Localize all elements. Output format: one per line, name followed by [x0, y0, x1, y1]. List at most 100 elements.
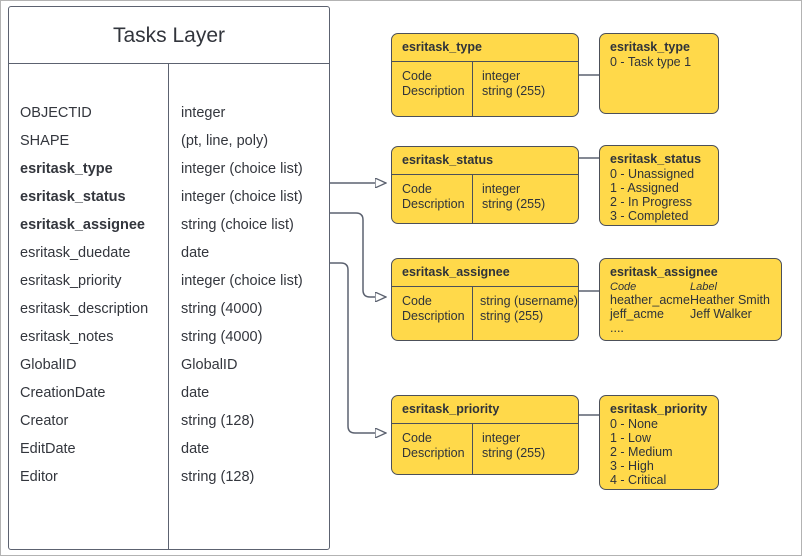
- schema-field-type: string (255): [482, 446, 546, 460]
- field-name: esritask_duedate: [20, 245, 131, 261]
- page-title: Tasks Layer: [9, 7, 329, 64]
- table-row: EditDate date: [9, 441, 329, 469]
- field-name: CreationDate: [20, 385, 106, 401]
- field-name: esritask_type: [20, 161, 113, 177]
- value-box-esritask-assignee: esritask_assignee Code Label heather_acm…: [599, 258, 782, 341]
- schema-field-label: Description: [402, 84, 465, 98]
- table-row: esritask_status integer (choice list): [9, 189, 329, 217]
- divider: [472, 174, 473, 223]
- column-divider: [168, 64, 169, 549]
- table-row: Creator string (128): [9, 413, 329, 441]
- divider: [392, 61, 578, 62]
- value-item: 3 - High: [610, 459, 654, 473]
- divider: [392, 174, 578, 175]
- value-item: 3 - Completed: [610, 209, 689, 223]
- field-type: date: [181, 385, 210, 401]
- value-col-header-label: Label: [690, 281, 717, 293]
- value-col-header-code: Code: [610, 281, 637, 293]
- value-box-title: esritask_status: [610, 152, 702, 166]
- value-item: 2 - Medium: [610, 445, 673, 459]
- field-type: string (choice list): [181, 217, 294, 233]
- field-type: string (128): [181, 413, 255, 429]
- value-box-title: esritask_type: [610, 40, 690, 54]
- value-box-esritask-priority: esritask_priority 0 - None 1 - Low 2 - M…: [599, 395, 719, 490]
- field-name: esritask_priority: [20, 273, 122, 289]
- field-type: (pt, line, poly): [181, 133, 269, 149]
- value-box-esritask-status: esritask_status 0 - Unassigned 1 - Assig…: [599, 145, 719, 226]
- schema-field-label: Code: [402, 294, 432, 308]
- field-type: integer (choice list): [181, 161, 303, 177]
- schema-field-type: string (255): [482, 84, 546, 98]
- value-item: 2 - In Progress: [610, 195, 692, 209]
- table-row: SHAPE (pt, line, poly): [9, 133, 329, 161]
- value-item: 1 - Assigned: [610, 181, 679, 195]
- field-name: SHAPE: [20, 133, 70, 149]
- field-type: date: [181, 441, 210, 457]
- table-row: Editor string (128): [9, 469, 329, 497]
- table-row: GlobalID GlobalID: [9, 357, 329, 385]
- field-type: integer (choice list): [181, 189, 303, 205]
- value-label: Heather Smith: [690, 293, 770, 307]
- value-code: jeff_acme: [610, 307, 664, 321]
- field-name: esritask_assignee: [20, 217, 145, 233]
- field-name: OBJECTID: [20, 105, 92, 121]
- table-row: esritask_type integer (choice list): [9, 161, 329, 189]
- schema-field-type: integer: [482, 182, 521, 196]
- schema-field-label: Code: [402, 182, 432, 196]
- schema-box-esritask-assignee: esritask_assignee Code Description strin…: [391, 258, 579, 341]
- schema-box-esritask-priority: esritask_priority Code Description integ…: [391, 395, 579, 475]
- schema-box-esritask-status: esritask_status Code Description integer…: [391, 146, 579, 224]
- value-ellipsis: ....: [610, 321, 624, 335]
- field-name: esritask_notes: [20, 329, 114, 345]
- value-item: 1 - Low: [610, 431, 651, 445]
- field-type: date: [181, 245, 210, 261]
- schema-box-esritask-type: esritask_type Code Description integer s…: [391, 33, 579, 117]
- divider: [472, 286, 473, 340]
- schema-field-label: Code: [402, 431, 432, 445]
- field-type: string (4000): [181, 329, 263, 345]
- value-code: heather_acme: [610, 293, 690, 307]
- table-row: CreationDate date: [9, 385, 329, 413]
- field-type: GlobalID: [181, 357, 238, 373]
- schema-field-label: Description: [402, 197, 465, 211]
- schema-field-label: Code: [402, 69, 432, 83]
- schema-field-label: Description: [402, 446, 465, 460]
- field-type: string (4000): [181, 301, 263, 317]
- value-box-title: esritask_priority: [610, 402, 708, 416]
- table-row: esritask_assignee string (choice list): [9, 217, 329, 245]
- table-row: esritask_duedate date: [9, 245, 329, 273]
- value-item: 0 - Unassigned: [610, 167, 695, 181]
- schema-box-title: esritask_priority: [402, 402, 500, 416]
- table-row: esritask_notes string (4000): [9, 329, 329, 357]
- schema-field-type: integer: [482, 431, 521, 445]
- field-name: Creator: [20, 413, 69, 429]
- value-item: 0 - Task type 1: [610, 55, 692, 69]
- schema-field-type: string (255): [482, 197, 546, 211]
- divider: [392, 423, 578, 424]
- schema-box-title: esritask_type: [402, 40, 482, 54]
- value-item: 0 - None: [610, 417, 658, 431]
- schema-field-type: string (username): [480, 294, 578, 308]
- value-box-title: esritask_assignee: [610, 265, 718, 279]
- field-type: integer: [181, 105, 226, 121]
- field-name: EditDate: [20, 441, 76, 457]
- table-row: esritask_priority integer (choice list): [9, 273, 329, 301]
- field-name: esritask_description: [20, 301, 149, 317]
- table-row: OBJECTID integer: [9, 105, 329, 133]
- schema-field-label: Description: [402, 309, 465, 323]
- table-row: esritask_description string (4000): [9, 301, 329, 329]
- field-name: Editor: [20, 469, 58, 485]
- field-name: GlobalID: [20, 357, 77, 373]
- value-box-esritask-type: esritask_type 0 - Task type 1: [599, 33, 719, 114]
- divider: [392, 286, 578, 287]
- schema-box-title: esritask_status: [402, 153, 494, 167]
- tasks-layer-table: Tasks Layer OBJECTID integer SHAPE (pt, …: [8, 6, 330, 550]
- value-label: Jeff Walker: [690, 307, 752, 321]
- field-name: esritask_status: [20, 189, 126, 205]
- schema-box-title: esritask_assignee: [402, 265, 510, 279]
- field-type: integer (choice list): [181, 273, 303, 289]
- field-type: string (128): [181, 469, 255, 485]
- divider: [472, 423, 473, 474]
- schema-field-type: integer: [482, 69, 521, 83]
